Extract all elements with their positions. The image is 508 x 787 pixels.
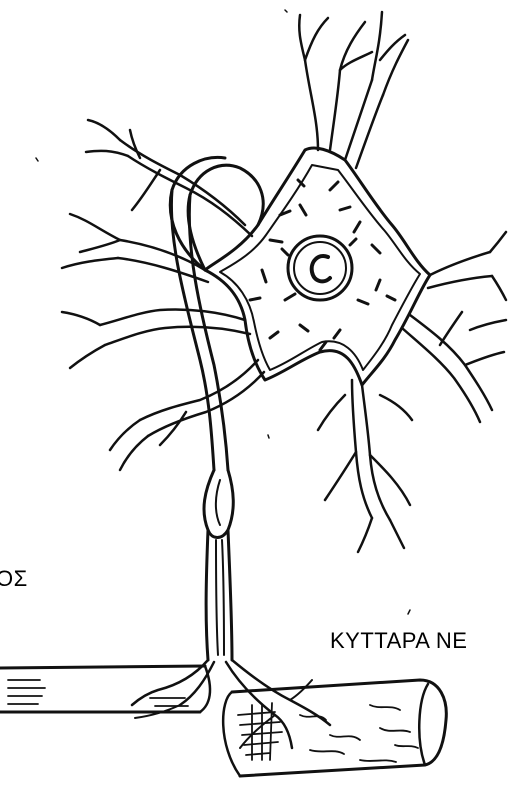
muscle-fibre-right [223, 680, 446, 776]
nucleus [288, 236, 352, 300]
cell-body [205, 148, 430, 385]
scan-specks [36, 10, 410, 614]
right-label-fragment: ΚΥΤΤΑΡΑ ΝΕ [330, 628, 467, 654]
upper-dendrites [299, 12, 408, 168]
axon-terminals [132, 660, 330, 748]
left-label-fragment: ΟΣ [0, 566, 28, 592]
lower-dendrites [318, 380, 412, 552]
muscle-fibre-left [0, 666, 210, 712]
